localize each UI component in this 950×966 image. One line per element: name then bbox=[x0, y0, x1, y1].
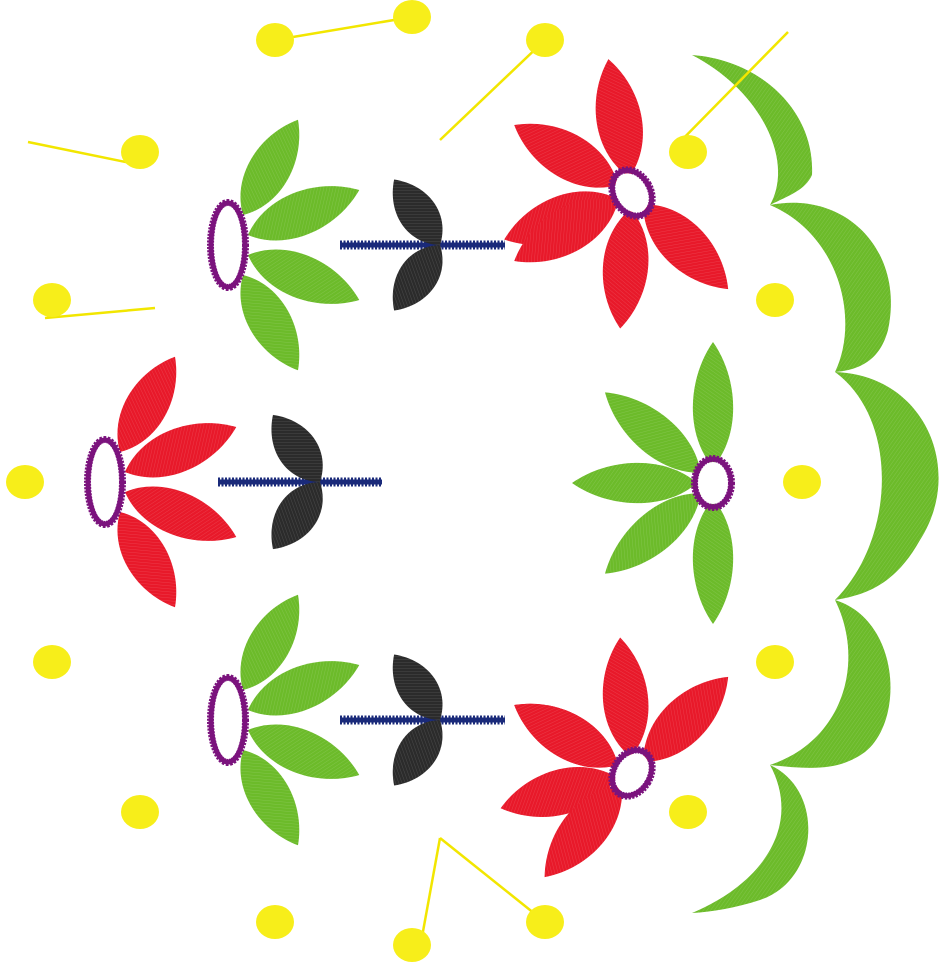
sprig-petal bbox=[240, 119, 300, 215]
yellow-dot bbox=[393, 0, 431, 34]
sprig-black-leaf bbox=[392, 245, 443, 311]
daisy-petal bbox=[604, 392, 701, 473]
sprig-black-leaf bbox=[392, 720, 443, 786]
green-daisy-middle bbox=[572, 342, 735, 624]
yellow-thread-line bbox=[274, 15, 413, 42]
green-leaf-sprig-bottom bbox=[207, 594, 505, 846]
sprig-petal bbox=[240, 750, 300, 846]
yellow-thread-line bbox=[439, 837, 546, 923]
yellow-dot bbox=[121, 135, 159, 169]
scalloped-green-border bbox=[692, 55, 939, 913]
daisy-center bbox=[608, 166, 656, 220]
yellow-thread-line bbox=[439, 39, 546, 141]
daisy-petal bbox=[514, 703, 619, 768]
yellow-dot bbox=[669, 795, 707, 829]
sprig-center bbox=[207, 199, 249, 291]
yellow-dot bbox=[756, 645, 794, 679]
sprig-petal bbox=[117, 356, 177, 452]
yellow-dot bbox=[669, 135, 707, 169]
daisy-petal bbox=[514, 123, 619, 188]
yellow-dot bbox=[33, 283, 71, 317]
yellow-dot bbox=[526, 23, 564, 57]
sprig-petal bbox=[117, 512, 177, 608]
sprig-petal bbox=[248, 249, 360, 304]
daisy-petal bbox=[692, 342, 734, 467]
sprig-petal bbox=[248, 661, 360, 716]
yellow-dot bbox=[6, 465, 44, 499]
daisy-petal bbox=[602, 208, 649, 329]
yellow-thread-line bbox=[44, 306, 156, 320]
sprig-petal bbox=[125, 423, 237, 478]
green-leaf-sprig-top bbox=[207, 119, 505, 371]
yellow-thread-line bbox=[418, 837, 442, 949]
sprig-petal bbox=[248, 186, 360, 241]
yellow-thread-line bbox=[671, 31, 789, 151]
yellow-dot bbox=[783, 465, 821, 499]
yellow-dot bbox=[256, 905, 294, 939]
yellow-dot bbox=[393, 928, 431, 962]
sprig-center bbox=[84, 436, 126, 528]
yellow-dot bbox=[121, 795, 159, 829]
red-petal-sprig-middle bbox=[84, 356, 382, 608]
yellow-dot bbox=[256, 23, 294, 57]
yellow-dot bbox=[526, 905, 564, 939]
yellow-dot bbox=[33, 645, 71, 679]
daisy-petal bbox=[595, 59, 643, 178]
sprig-black-leaf bbox=[392, 179, 443, 245]
daisy-center bbox=[608, 746, 656, 800]
sprig-petal bbox=[248, 724, 360, 779]
sprig-black-leaf bbox=[271, 482, 323, 550]
daisy-petal bbox=[602, 637, 649, 758]
sprig-petal bbox=[240, 275, 300, 371]
red-daisy-top bbox=[504, 59, 729, 329]
daisy-flowers bbox=[500, 59, 735, 878]
red-daisy-bottom bbox=[500, 637, 729, 878]
daisy-petal bbox=[604, 493, 701, 574]
yellow-thread-line bbox=[27, 140, 141, 167]
sprig-black-leaf bbox=[271, 414, 323, 482]
sprig-petal bbox=[240, 594, 300, 690]
sprig-center bbox=[207, 674, 249, 766]
flower-sprigs bbox=[84, 119, 505, 846]
yellow-dot bbox=[756, 283, 794, 317]
daisy-petal bbox=[692, 499, 734, 624]
yellow-dots bbox=[6, 0, 821, 962]
yellow-thread-lines bbox=[27, 15, 789, 949]
sprig-black-leaf bbox=[392, 654, 443, 720]
daisy-petal bbox=[643, 204, 729, 290]
daisy-petal bbox=[643, 676, 729, 762]
daisy-petal bbox=[572, 462, 697, 504]
daisy-center bbox=[691, 455, 735, 511]
daisy-petal bbox=[544, 785, 622, 878]
sprig-petal bbox=[125, 486, 237, 541]
daisy-petal bbox=[514, 198, 619, 263]
